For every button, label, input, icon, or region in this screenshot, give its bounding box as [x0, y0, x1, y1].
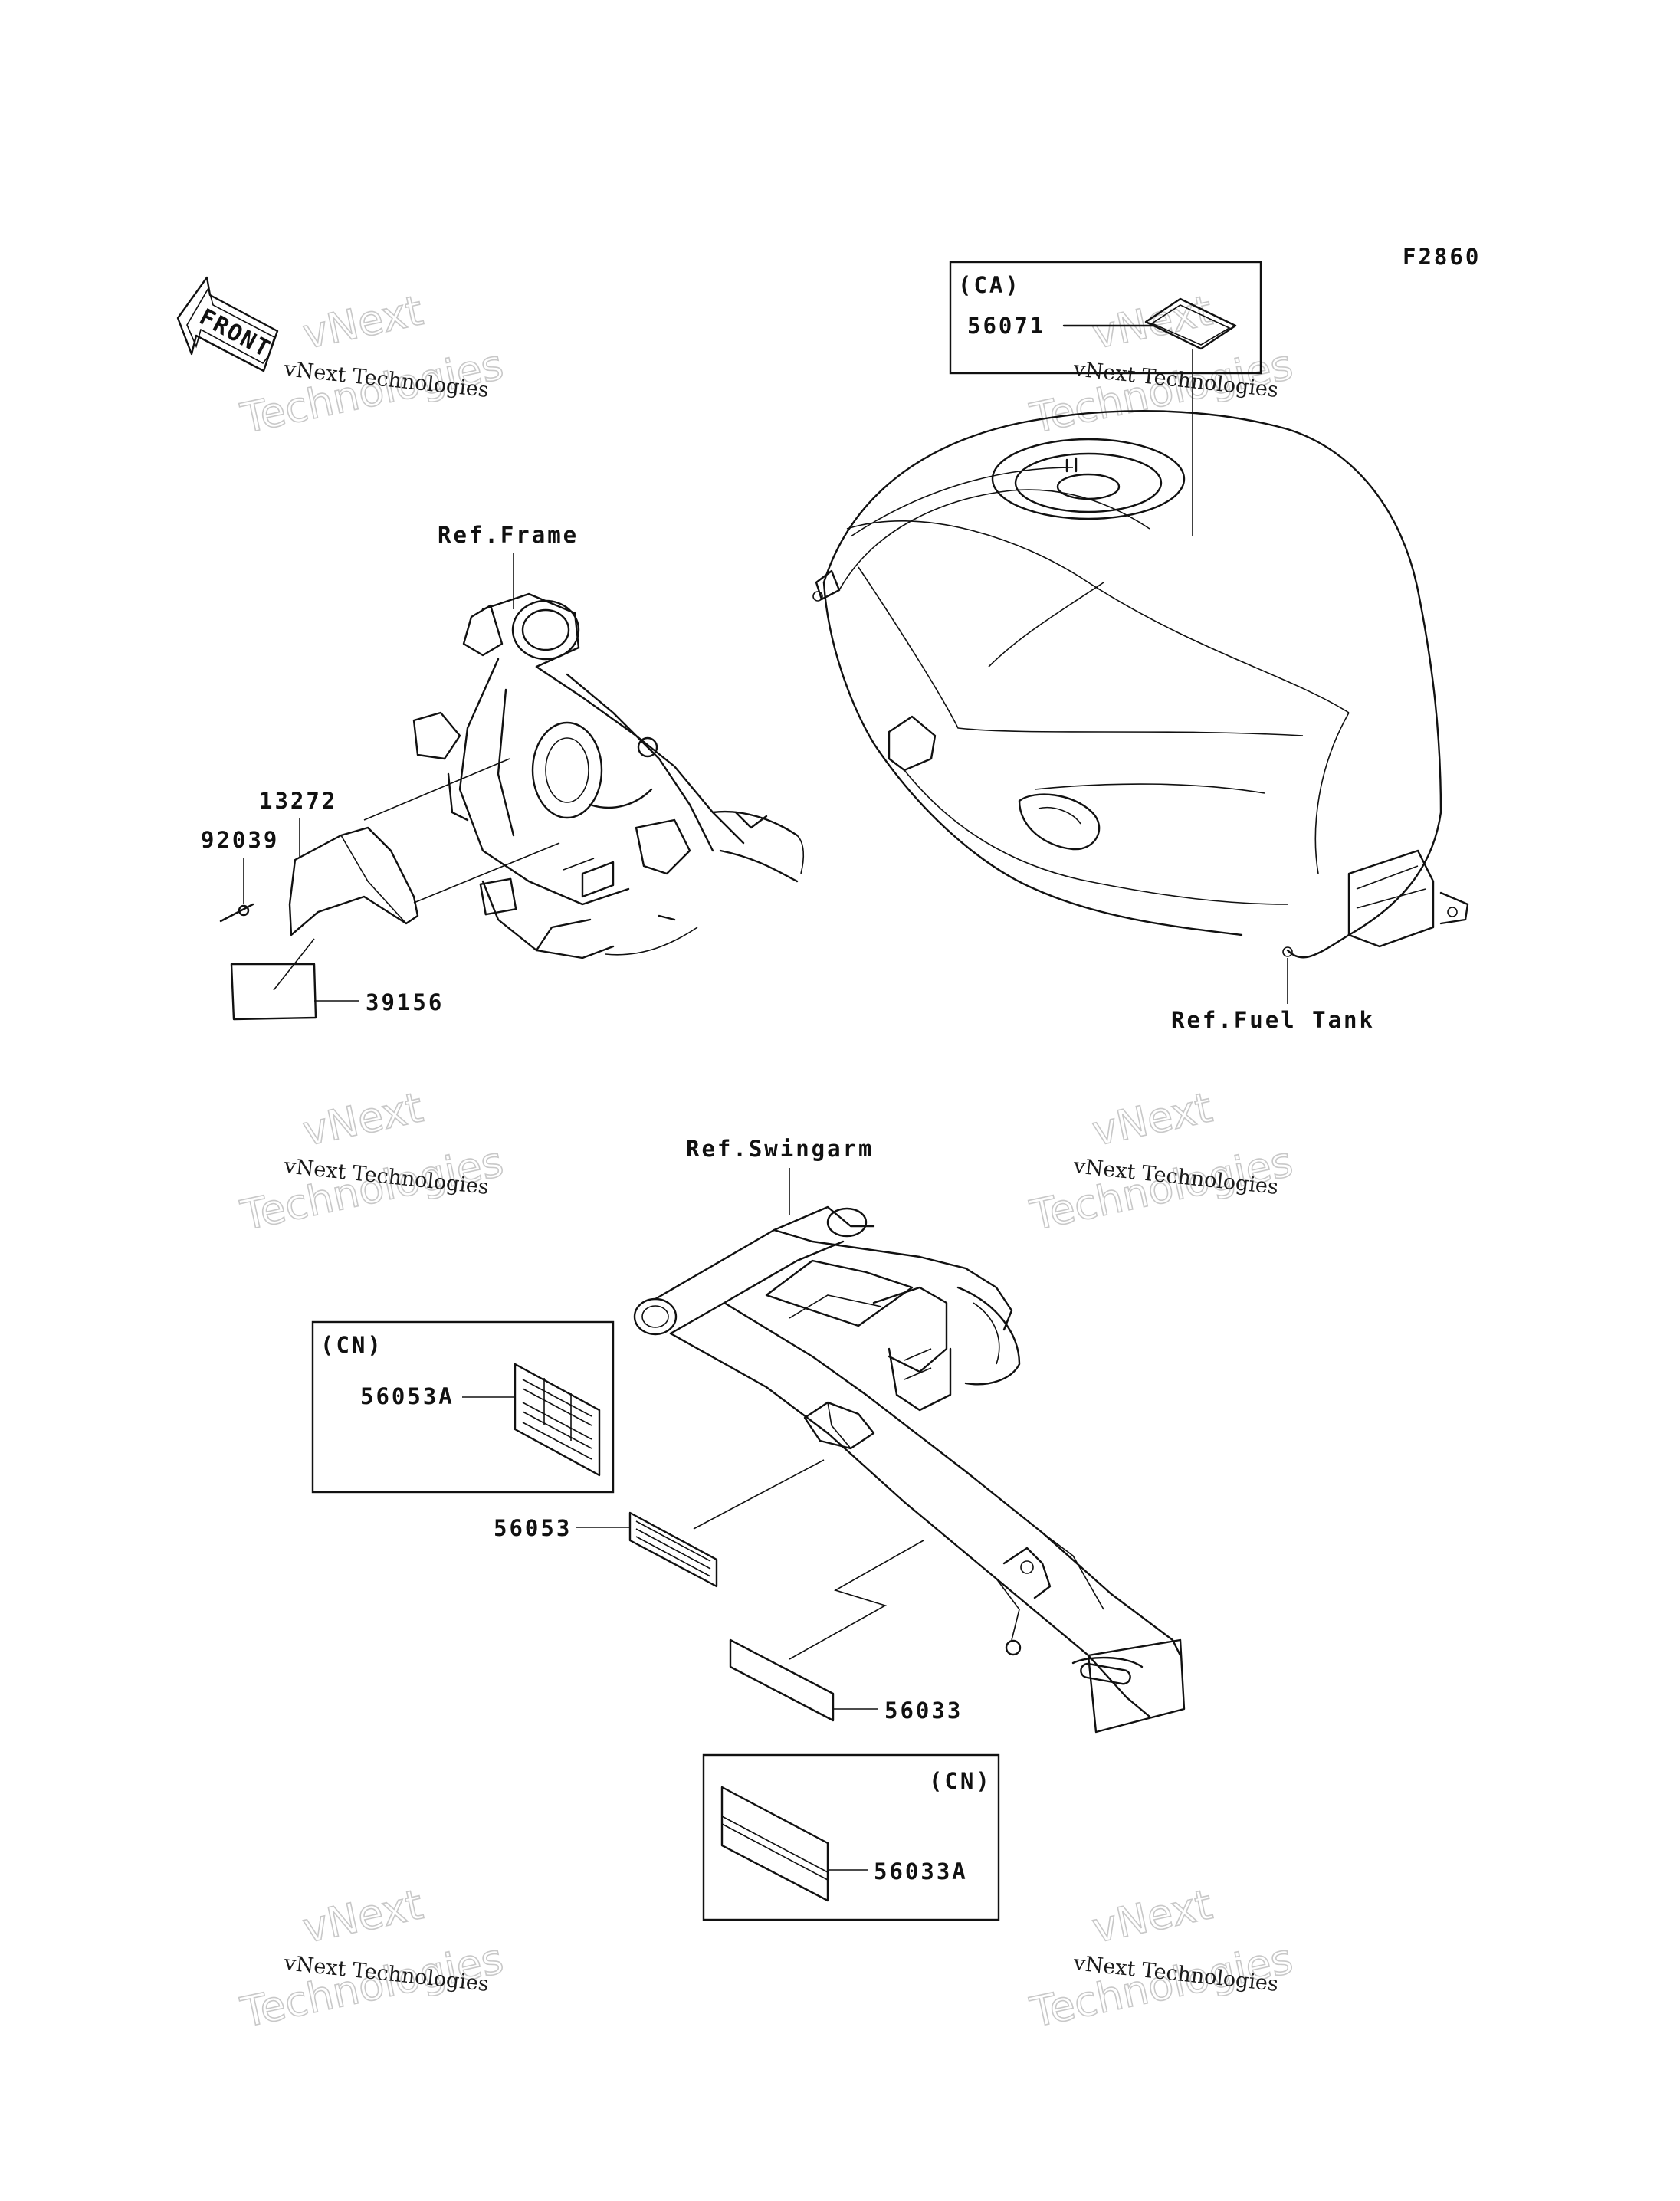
cn-lower-region-box: (CN) 56033A: [702, 1753, 1000, 1921]
figure-code: F2860: [1403, 244, 1481, 270]
bracket-13272: [288, 826, 419, 936]
label-56033: [729, 1540, 924, 1722]
part-56053A-label: 56053A: [360, 1383, 454, 1409]
cn-upper-region-box: (CN) 56053A: [311, 1320, 615, 1494]
swingarm-drawing: [633, 1168, 1186, 1734]
ca-region-label: (CA): [958, 272, 1021, 298]
fuel-tank-drawing: [812, 410, 1469, 1004]
watermark-bottom-left: vNext Technologies vNext Technologies: [236, 1879, 508, 2037]
watermark-bottom-right: vNext Technologies vNext Technologies: [1025, 1879, 1298, 2037]
label-56033A: [720, 1786, 829, 1902]
ref-swingarm-label: Ref.Swingarm: [686, 1136, 874, 1162]
watermark-mid-left: vNext Technologies vNext Technologies: [236, 1082, 508, 1240]
part-56033A-label: 56033A: [874, 1858, 968, 1884]
part-13272-label: 13272: [259, 788, 337, 814]
front-arrow-label: FRONT: [195, 303, 275, 363]
frame-drawing: [363, 553, 805, 959]
svg-text:vNext: vNext: [1088, 1083, 1216, 1155]
part-56033-label: 56033: [884, 1697, 963, 1724]
part-56071-label: 56071: [967, 313, 1045, 339]
sticker-56053: [576, 1459, 825, 1588]
label-39156: [230, 938, 359, 1021]
svg-text:vNext: vNext: [1088, 1880, 1216, 1952]
ref-frame-label: Ref.Frame: [438, 522, 579, 548]
ca-region-box: (CA) 56071: [949, 261, 1262, 536]
cn-lower-region-label: (CN): [929, 1768, 992, 1794]
svg-text:vNext: vNext: [299, 1880, 427, 1952]
svg-text:vNext: vNext: [299, 1083, 427, 1155]
part-56053-label: 56053: [494, 1515, 572, 1541]
rivet-92039: [219, 903, 254, 923]
watermark-top-right: vNext Technologies vNext Technologies: [1025, 285, 1298, 443]
ref-fuel-tank-label: Ref.Fuel Tank: [1171, 1007, 1375, 1033]
cn-upper-region-label: (CN): [320, 1332, 383, 1358]
svg-text:vNext: vNext: [299, 286, 427, 358]
sticker-56053A: [514, 1363, 601, 1477]
watermark-top-left: vNext Technologies vNext Technologies: [236, 285, 508, 443]
front-arrow-icon: FRONT: [176, 276, 279, 372]
watermark-mid-right: vNext Technologies vNext Technologies: [1025, 1082, 1298, 1240]
part-39156-label: 39156: [366, 989, 444, 1015]
sticker-56071: [1144, 297, 1237, 350]
part-92039-label: 92039: [201, 827, 279, 853]
